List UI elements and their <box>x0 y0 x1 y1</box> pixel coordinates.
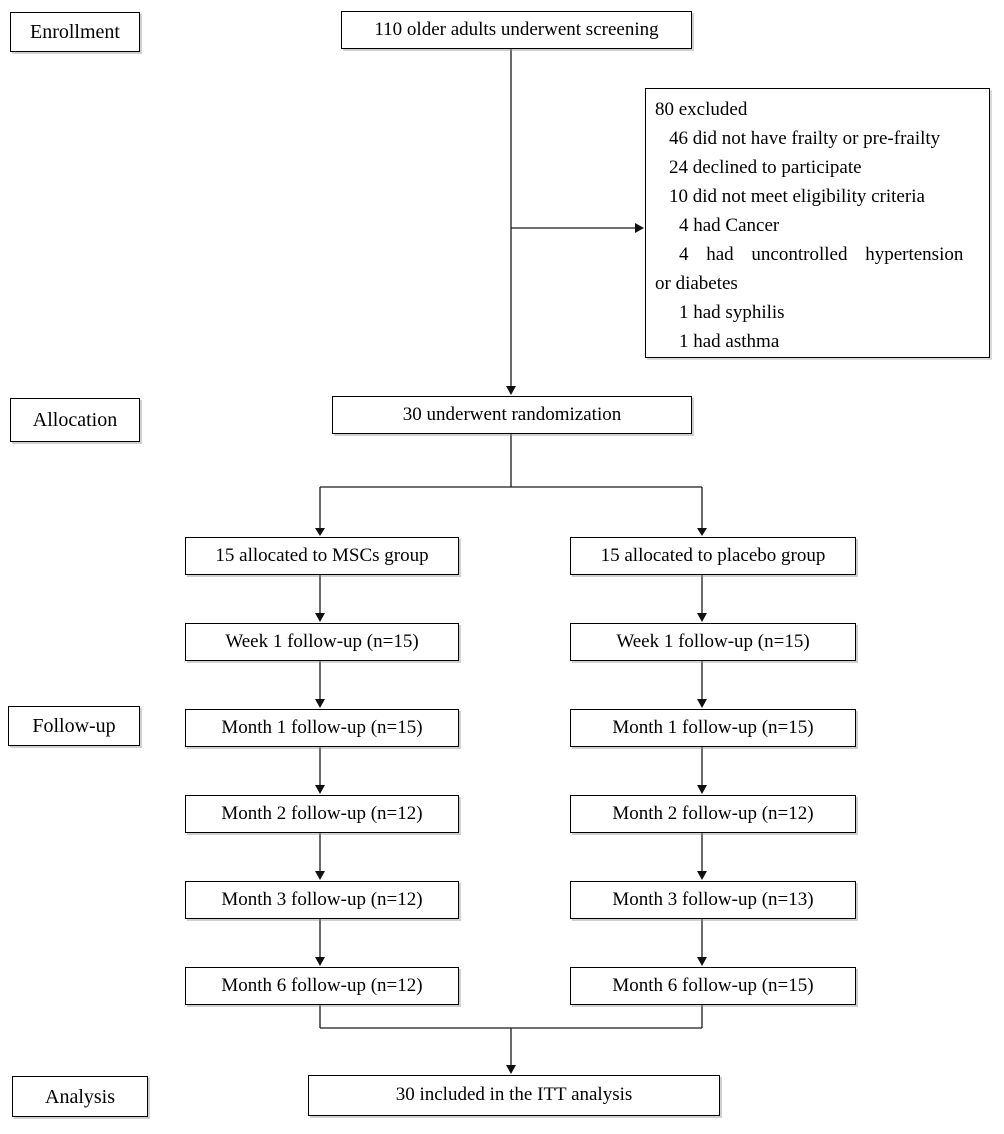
msc-month3-box: Month 3 follow-up (n=12) <box>185 881 459 919</box>
connector-to-exclusion <box>511 223 644 233</box>
exclusion-line: 4 had Cancer <box>679 215 780 236</box>
screening-box: 110 older adults underwent screening <box>341 11 692 49</box>
placebo-week1-box: Week 1 follow-up (n=15) <box>570 623 856 661</box>
msc-month1-box: Month 1 follow-up (n=15) <box>185 709 459 747</box>
exclusion-box: 80 excluded 46 did not have frailty or p… <box>645 88 990 358</box>
placebo-allocated-box: 15 allocated to placebo group <box>570 537 856 575</box>
exclusion-line: 4 had uncontrolled hypertension <box>679 244 964 265</box>
exclusion-line: or diabetes <box>655 273 738 294</box>
exclusion-line: 24 declined to participate <box>669 157 862 178</box>
connector-screening-to-randomization <box>506 49 516 395</box>
exclusion-line: 46 did not have frailty or pre-frailty <box>669 128 941 149</box>
exclusion-line: 10 did not meet eligibility criteria <box>669 186 925 207</box>
placebo-month6-box: Month 6 follow-up (n=15) <box>570 967 856 1005</box>
connector-left-column <box>315 575 325 966</box>
placebo-month3-box: Month 3 follow-up (n=13) <box>570 881 856 919</box>
msc-week1-box: Week 1 follow-up (n=15) <box>185 623 459 661</box>
stage-label-enrollment: Enrollment <box>10 12 140 52</box>
msc-allocated-box: 15 allocated to MSCs group <box>185 537 459 575</box>
stage-label-analysis: Analysis <box>12 1076 148 1117</box>
exclusion-line: 80 excluded <box>655 99 748 120</box>
placebo-month1-box: Month 1 follow-up (n=15) <box>570 709 856 747</box>
msc-month2-box: Month 2 follow-up (n=12) <box>185 795 459 833</box>
connector-merge-to-analysis <box>319 1005 703 1074</box>
connector-right-column <box>697 575 707 966</box>
exclusion-line: 1 had syphilis <box>679 302 785 323</box>
randomization-box: 30 underwent randomization <box>332 396 692 434</box>
stage-label-allocation: Allocation <box>10 398 140 442</box>
msc-month6-box: Month 6 follow-up (n=12) <box>185 967 459 1005</box>
placebo-month2-box: Month 2 follow-up (n=12) <box>570 795 856 833</box>
stage-label-followup: Follow-up <box>8 706 140 746</box>
connector-randomization-split <box>315 434 707 536</box>
exclusion-line: 1 had asthma <box>679 331 780 352</box>
itt-analysis-box: 30 included in the ITT analysis <box>308 1075 720 1116</box>
